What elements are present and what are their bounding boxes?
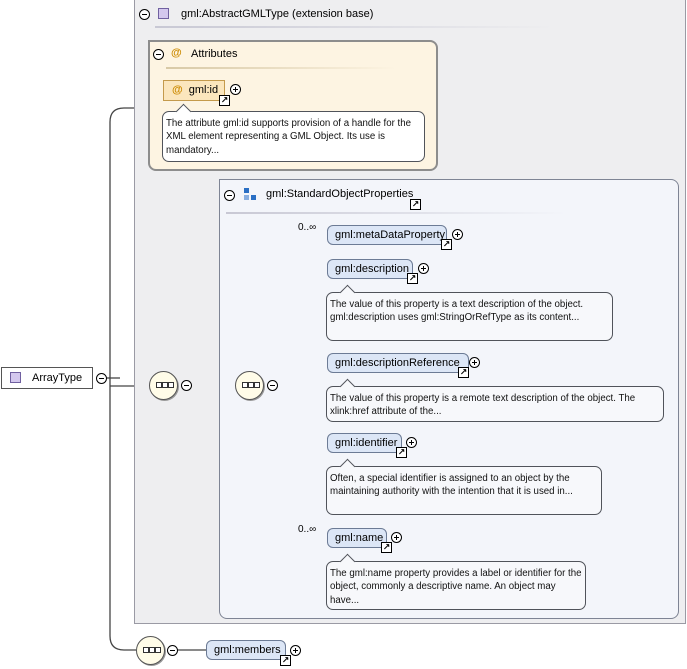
sequence-collapse-toggle[interactable] <box>167 645 178 656</box>
sequence-collapse-toggle[interactable] <box>267 380 278 391</box>
gml-id-expand-toggle[interactable] <box>230 84 241 95</box>
members-link-icon[interactable]: ↗ <box>280 655 291 666</box>
descriptionreference-documentation: The value of this property is a remote t… <box>326 386 664 422</box>
members-expand-toggle[interactable] <box>290 645 301 656</box>
cardinality-label: 0..∞ <box>298 222 317 233</box>
identifier-documentation: Often, a special identifier is assigned … <box>326 466 602 515</box>
extension-divider <box>155 26 555 28</box>
descriptionreference-link-icon[interactable]: ↗ <box>458 367 469 378</box>
complex-type-icon <box>158 8 169 19</box>
metadataproperty-expand-toggle[interactable] <box>452 229 463 240</box>
root-type-box[interactable]: ArrayType <box>1 367 93 389</box>
gml-id-link-icon[interactable]: ↗ <box>219 95 230 106</box>
root-type-label: ArrayType <box>32 372 83 384</box>
name-documentation: The gml:name property provides a label o… <box>326 561 586 610</box>
extension-collapse-toggle[interactable] <box>139 9 150 20</box>
description-link-icon[interactable]: ↗ <box>407 273 418 284</box>
descriptionreference-expand-toggle[interactable] <box>469 357 480 368</box>
sequence-collapse-toggle[interactable] <box>181 380 192 391</box>
identifier-expand-toggle[interactable] <box>406 437 417 448</box>
root-collapse-toggle[interactable] <box>96 373 107 384</box>
sequence-compositor-icon[interactable] <box>235 371 264 400</box>
element-name[interactable]: gml:name <box>327 528 387 548</box>
element-metadataproperty[interactable]: gml:metaDataProperty <box>327 225 447 245</box>
gml-id-label: gml:id <box>188 84 219 96</box>
group-divider <box>226 212 566 214</box>
description-expand-toggle[interactable] <box>418 263 429 274</box>
attributes-divider <box>166 67 396 69</box>
name-link-icon[interactable]: ↗ <box>381 542 392 553</box>
root-bracket <box>109 107 136 651</box>
attributes-collapse-toggle[interactable] <box>153 49 164 60</box>
extension-base-title: gml:AbstractGMLType (extension base) <box>181 8 374 20</box>
sequence-compositor-icon[interactable] <box>136 636 165 665</box>
group-collapse-toggle[interactable] <box>224 190 235 201</box>
name-expand-toggle[interactable] <box>391 532 402 543</box>
gml-id-documentation: The attribute gml:id supports provision … <box>162 111 425 162</box>
group-link-icon[interactable]: ↗ <box>410 199 421 210</box>
element-description[interactable]: gml:description <box>327 259 413 279</box>
element-members[interactable]: gml:members <box>206 640 286 660</box>
cardinality-label: 0..∞ <box>298 524 317 535</box>
metadataproperty-link-icon[interactable]: ↗ <box>441 239 452 250</box>
gml-id-attribute[interactable]: @ gml:id <box>163 80 225 101</box>
attribute-at-icon: @ <box>171 47 182 59</box>
sequence-compositor-icon[interactable] <box>149 371 178 400</box>
element-descriptionreference[interactable]: gml:descriptionReference <box>327 353 469 373</box>
attribute-at-icon: @ <box>172 84 183 96</box>
complex-type-icon <box>10 372 21 383</box>
element-identifier[interactable]: gml:identifier <box>327 433 402 453</box>
identifier-link-icon[interactable]: ↗ <box>396 447 407 458</box>
group-icon <box>244 188 256 200</box>
group-title: gml:StandardObjectProperties <box>266 188 414 200</box>
attributes-title: Attributes <box>191 48 238 60</box>
description-documentation: The value of this property is a text des… <box>326 292 613 341</box>
